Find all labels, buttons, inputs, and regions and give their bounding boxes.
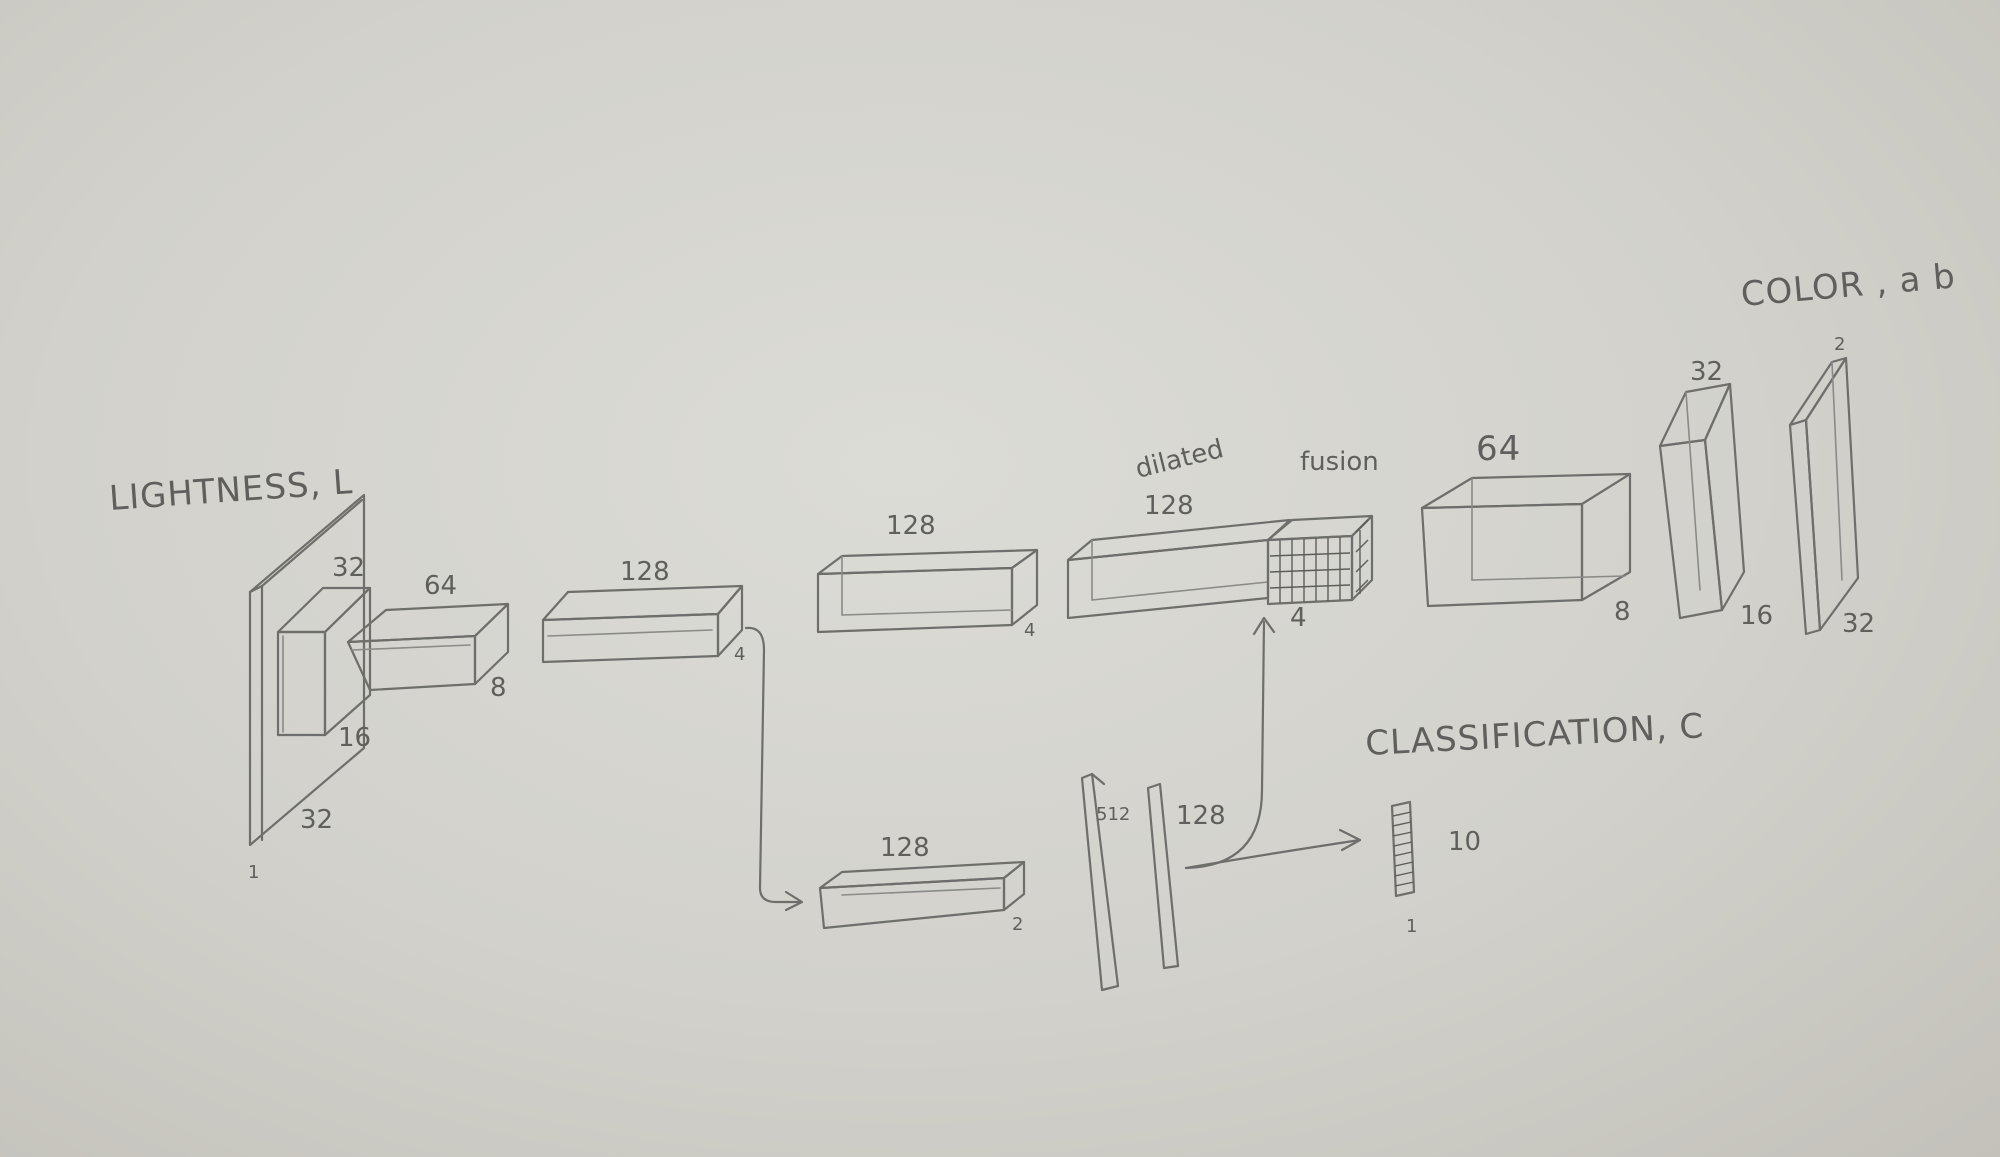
cls-size-label: 10 (1448, 827, 1481, 857)
upsample-block-64 (1422, 474, 1630, 606)
conv2-side-label: 8 (490, 673, 507, 703)
conv4-side-label: 4 (1024, 620, 1035, 641)
output-color-slab (1790, 358, 1858, 634)
classification-arrow (1186, 830, 1360, 868)
fc-layer-128 (1148, 784, 1178, 968)
conv-block-128-a (543, 586, 742, 662)
color-ab-label: COLOR , a b (1739, 256, 1957, 315)
conv3-side-label: 4 (734, 644, 745, 665)
fusion-label: fusion (1300, 447, 1379, 477)
dilated-top-label: 128 (1144, 491, 1194, 521)
fc2-label: 128 (1176, 801, 1226, 831)
conv1-top-label: 32 (332, 553, 365, 583)
skip-connector-arrow (746, 628, 802, 910)
fc1-label: 512 (1096, 804, 1130, 825)
input-lightness-slab (250, 495, 364, 845)
out-top-label: 2 (1834, 334, 1845, 355)
lightness-label: LIGHTNESS, L (108, 462, 354, 519)
conv1-side-label: 16 (338, 723, 371, 753)
input-size-label: 32 (300, 805, 333, 835)
conv4-top-label: 128 (886, 511, 936, 541)
out-side-label: 32 (1842, 609, 1875, 639)
fusion-block (1268, 516, 1372, 604)
conv3-top-label: 128 (620, 557, 670, 587)
branch-top-label: 128 (880, 833, 930, 863)
fusion-side-label: 4 (1290, 603, 1307, 633)
classification-output (1392, 802, 1414, 896)
upsample-block-32 (1660, 384, 1744, 618)
dilated-block-128 (1068, 520, 1290, 618)
up1-side-label: 8 (1614, 597, 1631, 627)
branch-block-128 (820, 862, 1024, 928)
up2-side-label: 16 (1740, 601, 1773, 631)
classification-label: CLASSIFICATION, C (1364, 706, 1705, 764)
conv2-top-label: 64 (424, 571, 457, 601)
branch-side-label: 2 (1012, 914, 1023, 935)
up1-top-label: 64 (1476, 429, 1521, 469)
cls-depth-label: 1 (1406, 916, 1417, 937)
conv-block-64 (348, 604, 508, 690)
dilated-label: dilated (1132, 434, 1226, 485)
up2-top-label: 32 (1690, 357, 1723, 387)
input-depth-label: 1 (248, 862, 259, 883)
conv-block-128-b (818, 550, 1037, 632)
